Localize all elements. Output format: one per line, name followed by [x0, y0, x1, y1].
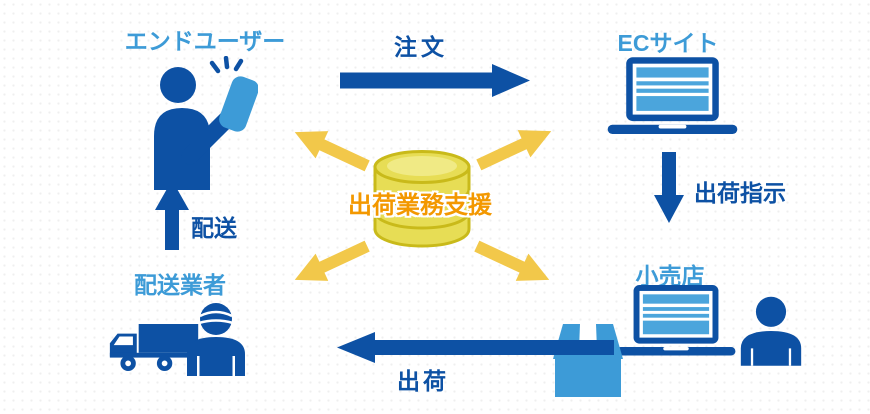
hub-arrow-upper-right-icon [476, 130, 552, 171]
delivery-arrow-up-icon [155, 180, 189, 250]
ship-label: 出荷 [397, 368, 449, 394]
delivery-label: 配送 [191, 215, 237, 241]
retailer-laptop-icon [616, 285, 736, 356]
hub-arrow-upper-left-icon [294, 131, 370, 172]
hub-arrow-lower-right-icon [474, 240, 550, 281]
hub-label: 出荷業務支援 [348, 192, 492, 219]
ec-site-laptop-icon [607, 57, 738, 135]
retailer-label: 小売店 [635, 263, 705, 289]
order-label: 注文 [394, 34, 448, 60]
hub-arrow-lower-left-icon [294, 240, 370, 281]
delivery-worker-icon [187, 303, 245, 376]
end-user-label: エンドユーザー [124, 28, 286, 54]
person-with-smartphone-icon [154, 56, 258, 190]
truck-icon [109, 324, 199, 372]
ship-instruction-label: 出荷指示 [694, 180, 786, 206]
ship-instruction-arrow-down-icon [654, 152, 684, 223]
order-arrow-right-icon [340, 64, 530, 97]
ec-site-label: ECサイト [617, 30, 719, 56]
retailer-person-icon [740, 296, 802, 366]
delivery-company-label: 配送業者 [134, 272, 226, 298]
database-cylinder-icon [373, 150, 471, 248]
ship-arrow-left-icon [337, 332, 614, 363]
